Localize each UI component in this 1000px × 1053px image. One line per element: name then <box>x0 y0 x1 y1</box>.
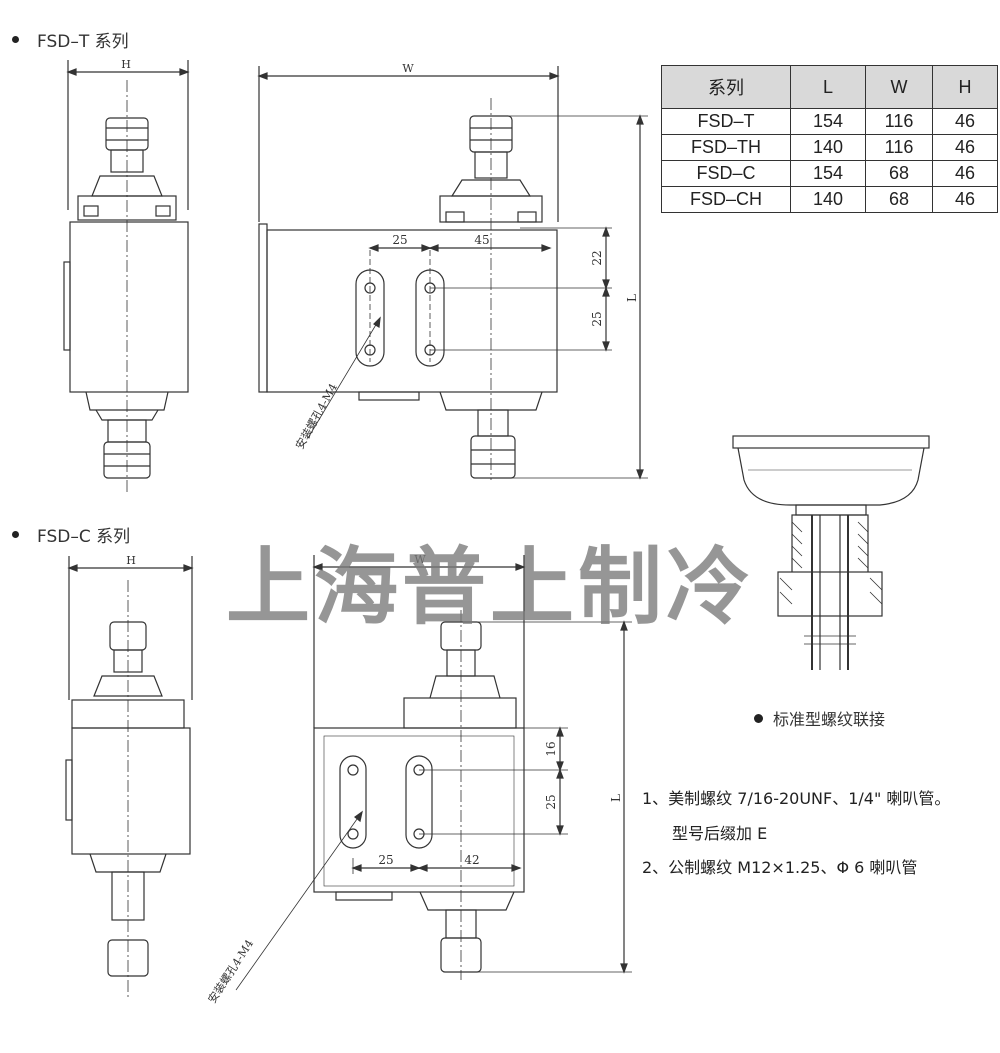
dim-25-tv: 25 <box>590 311 604 326</box>
bullet-icon <box>12 531 19 538</box>
table-row: FSD–TH 140 116 46 <box>661 134 998 161</box>
watermark: 上海普上制冷 <box>226 538 755 636</box>
t-front-view: W 25 45 22 25 <box>257 62 648 480</box>
dim-w: W <box>402 62 414 75</box>
cell: FSD–C <box>661 160 791 187</box>
dim-l-t: L <box>625 294 639 302</box>
col-series: 系列 <box>661 65 791 109</box>
spec-table: 系列 L W H FSD–T 154 116 46 FSD–TH 140 116… <box>661 65 998 213</box>
dim-42: 42 <box>464 853 479 867</box>
col-w: W <box>865 65 933 109</box>
cell: 68 <box>865 160 933 187</box>
dim-25-cv: 25 <box>544 794 558 809</box>
bullet-icon <box>12 36 19 43</box>
cell: FSD–T <box>661 108 791 135</box>
bullet-icon <box>754 713 763 723</box>
dim-45-t: 45 <box>474 233 489 247</box>
dim-w-c: W <box>414 553 426 566</box>
dim-25-c: 25 <box>378 853 393 867</box>
cell: 154 <box>790 160 866 187</box>
dim-25-t: 25 <box>392 233 407 247</box>
note-1-suffix: 型号后缀加 E <box>672 824 768 843</box>
dim-22: 22 <box>590 250 604 265</box>
cell: 46 <box>932 108 998 135</box>
dim-16: 16 <box>544 741 558 756</box>
dim-h: H <box>121 58 131 71</box>
cell: 116 <box>865 134 933 161</box>
table-row: FSD–C 154 68 46 <box>661 160 998 187</box>
cell: FSD–CH <box>661 186 791 213</box>
c-side-view: H <box>65 554 194 1000</box>
cell: 154 <box>790 108 866 135</box>
dim-l-c: L <box>609 794 623 802</box>
t-side-view: H <box>63 58 190 495</box>
cell: 46 <box>932 186 998 213</box>
cell: 116 <box>865 108 933 135</box>
dim-h-c: H <box>126 554 136 567</box>
table-row: FSD–T 154 116 46 <box>661 108 998 135</box>
table-row: FSD–CH 140 68 46 <box>661 186 998 213</box>
cell: 140 <box>790 134 866 161</box>
cell: 140 <box>790 186 866 213</box>
col-l: L <box>790 65 866 109</box>
cell: 68 <box>865 186 933 213</box>
connection-label: 标准型螺纹联接 <box>754 706 885 730</box>
mount-hole-label-c: 安装螺孔4-M4 <box>205 937 256 1006</box>
cell: 46 <box>932 160 998 187</box>
table-header-row: 系列 L W H <box>661 65 998 109</box>
note-1: 1、美制螺纹 7/16-20UNF、1/4" 喇叭管。 <box>642 789 951 808</box>
connection-detail <box>732 435 930 670</box>
cell: FSD–TH <box>661 134 791 161</box>
col-h: H <box>932 65 998 109</box>
t-series-title: FSD–T 系列 <box>12 27 129 52</box>
c-series-title: FSD–C 系列 <box>12 522 130 547</box>
note-2: 2、公制螺纹 M12×1.25、Φ 6 喇叭管 <box>642 858 918 877</box>
cell: 46 <box>932 134 998 161</box>
